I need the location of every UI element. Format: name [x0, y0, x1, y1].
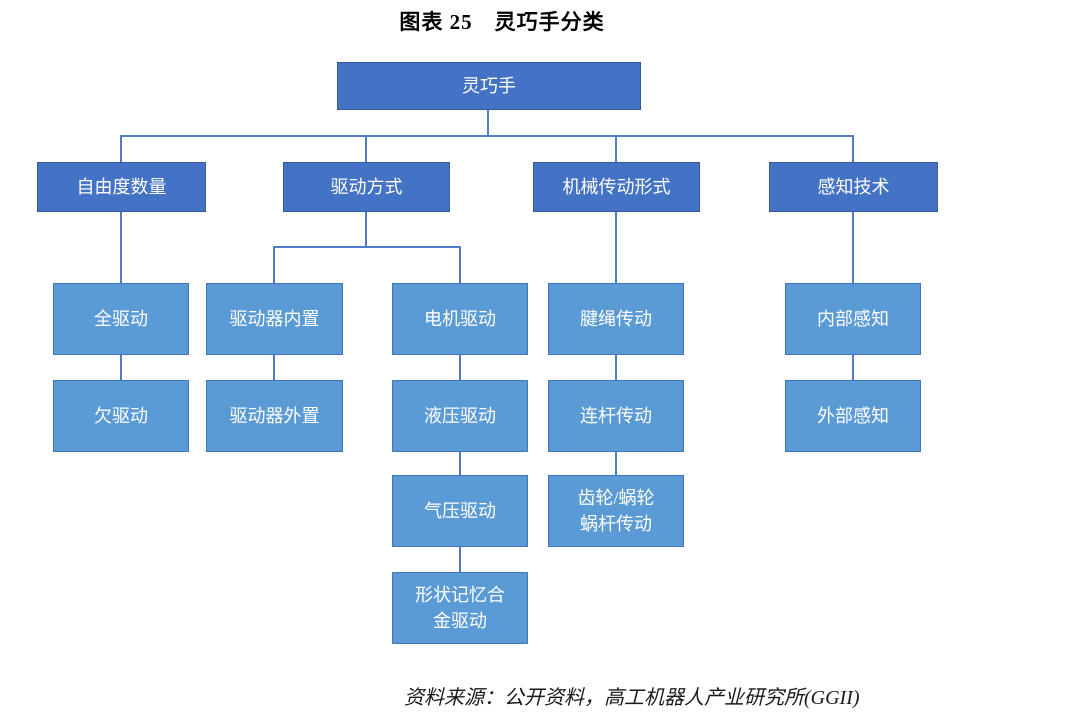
node-tendon-transmission: 腱绳传动	[548, 283, 684, 355]
connector-line	[487, 110, 489, 135]
connector-line	[365, 212, 367, 246]
figure-title: 图表 25 灵巧手分类	[399, 10, 605, 34]
node-internal-sensing: 内部感知	[785, 283, 921, 355]
connector-line	[615, 355, 617, 380]
connector-line	[615, 212, 617, 283]
connector-line	[459, 246, 461, 283]
connector-line	[365, 135, 367, 162]
connector-line	[273, 246, 275, 283]
connector-line	[120, 212, 122, 283]
connector-line	[852, 212, 854, 283]
connector-line	[120, 135, 122, 162]
connector-line	[615, 452, 617, 475]
connector-line	[459, 547, 461, 572]
node-pneumatic-drive: 气压驱动	[392, 475, 528, 547]
node-branch-drive-method: 驱动方式	[283, 162, 450, 212]
node-full-drive: 全驱动	[53, 283, 189, 355]
connector-line	[120, 135, 853, 137]
connector-line	[459, 452, 461, 475]
node-root: 灵巧手	[337, 62, 641, 110]
node-actuator-external: 驱动器外置	[206, 380, 343, 452]
connector-line	[459, 355, 461, 380]
connector-line	[273, 355, 275, 380]
node-gear-worm-transmission: 齿轮/蜗轮 蜗杆传动	[548, 475, 684, 547]
node-external-sensing: 外部感知	[785, 380, 921, 452]
node-branch-sensing: 感知技术	[769, 162, 938, 212]
node-under-drive: 欠驱动	[53, 380, 189, 452]
node-hydraulic-drive: 液压驱动	[392, 380, 528, 452]
connector-line	[120, 355, 122, 380]
source-note: 资料来源：公开资料，高工机器人产业研究所(GGII)	[404, 687, 860, 709]
connector-line	[852, 135, 854, 162]
node-actuator-internal: 驱动器内置	[206, 283, 343, 355]
node-branch-dof: 自由度数量	[37, 162, 206, 212]
node-motor-drive: 电机驱动	[392, 283, 528, 355]
node-sma-drive: 形状记忆合 金驱动	[392, 572, 528, 644]
node-branch-transmission: 机械传动形式	[533, 162, 700, 212]
connector-line	[852, 355, 854, 380]
connector-line	[273, 246, 461, 248]
node-linkage-transmission: 连杆传动	[548, 380, 684, 452]
connector-line	[615, 135, 617, 162]
